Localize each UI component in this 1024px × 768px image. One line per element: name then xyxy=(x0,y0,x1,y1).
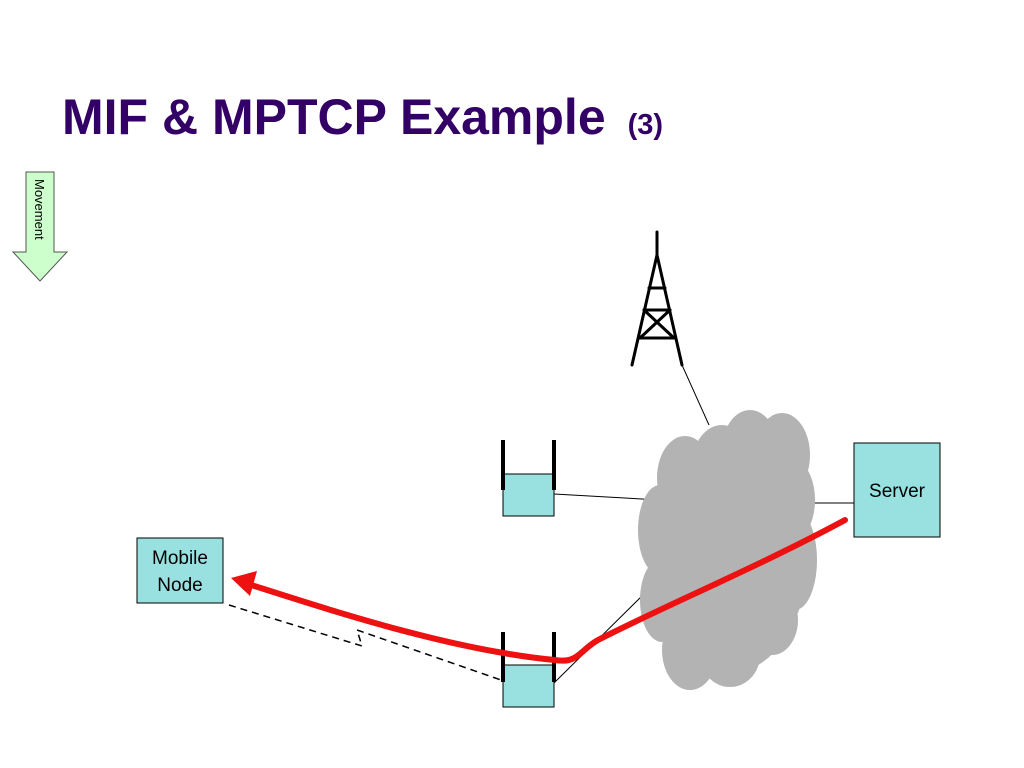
title-main: MIF & MPTCP Example xyxy=(62,89,606,145)
mobile-node-label-line1: Mobile xyxy=(152,548,208,569)
mobile-node-label-line2: Node xyxy=(157,575,202,596)
access-point-upper xyxy=(501,440,556,517)
path-arrowhead xyxy=(231,571,257,596)
cell-tower-icon xyxy=(630,230,684,367)
title-subtitle: (3) xyxy=(627,109,664,141)
server-label: Server xyxy=(869,481,926,502)
movement-arrow: Movement xyxy=(11,171,69,282)
internet-cloud xyxy=(638,410,817,690)
wireless-link xyxy=(228,604,502,681)
mptcp-path xyxy=(231,517,848,664)
server-node: Server xyxy=(853,442,941,538)
mobile-node: Mobile Node xyxy=(136,537,224,604)
movement-label: Movement xyxy=(32,179,47,240)
access-point-lower xyxy=(501,632,556,708)
slide-title: MIF & MPTCP Example (3) xyxy=(62,88,663,146)
